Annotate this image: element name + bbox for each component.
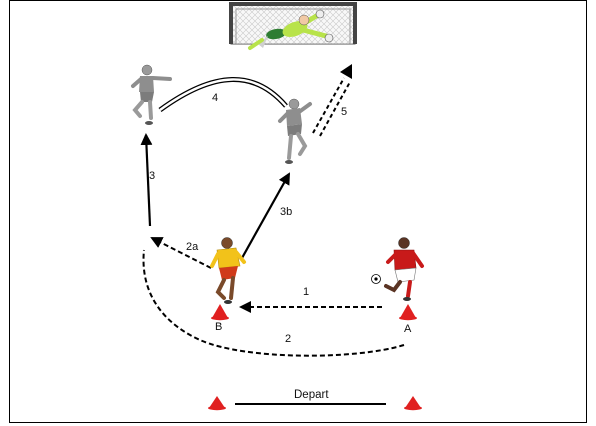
pass-3b-arrow	[241, 172, 290, 259]
diagram-border	[9, 0, 587, 423]
player-a	[384, 237, 424, 301]
label-start: Depart	[294, 389, 329, 401]
receiver-left	[131, 64, 172, 125]
cone-a	[399, 304, 417, 321]
receiver-right	[278, 98, 312, 164]
label-shot-5: 5	[341, 106, 347, 118]
goalkeeper	[248, 9, 334, 50]
run-2a-arrow	[150, 237, 212, 269]
label-cone-b: B	[215, 321, 222, 333]
cone-b	[211, 304, 229, 321]
label-run-2a: 2a	[186, 241, 199, 253]
soccer-ball-icon	[371, 274, 381, 284]
run-2-curve	[142, 249, 405, 357]
label-pass-1: 1	[303, 286, 309, 298]
label-cone-a: A	[404, 323, 412, 335]
pass-3-arrow	[140, 133, 153, 227]
cone-start-right	[404, 396, 422, 411]
goal	[229, 2, 357, 45]
label-pass-3: 3	[149, 170, 155, 182]
pass-4-arc	[158, 77, 288, 113]
label-pass-3b: 3b	[280, 206, 292, 218]
label-run-2: 2	[285, 333, 291, 345]
shot-5-arrow	[312, 64, 352, 137]
player-b	[210, 237, 246, 304]
cone-start-left	[208, 396, 226, 411]
label-pass-4: 4	[212, 92, 218, 104]
